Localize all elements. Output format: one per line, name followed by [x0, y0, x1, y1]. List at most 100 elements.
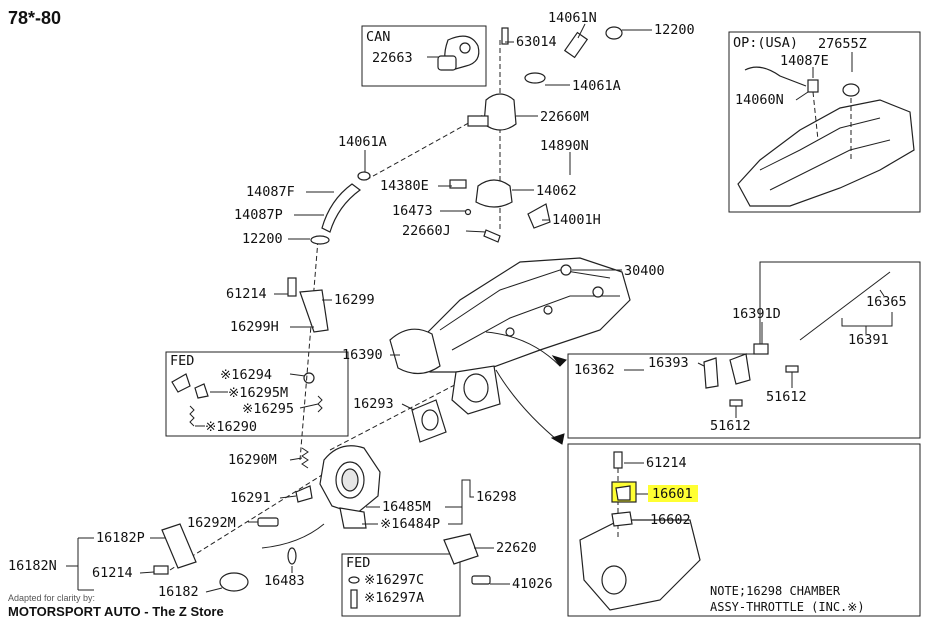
throttle-flange-part: [389, 328, 501, 415]
label-16299H: 16299H: [230, 319, 279, 335]
throttle-link-16299-part: [287, 277, 329, 333]
label-41026: 41026: [512, 576, 553, 592]
label-16602: 16602: [650, 512, 691, 528]
note-line-2: ASSY-THROTTLE (INC.※): [710, 600, 865, 614]
sensor-16601-part: [611, 481, 637, 503]
label-27655Z: 27655Z: [818, 36, 867, 52]
label-16299: 16299: [334, 292, 375, 308]
screw-16292M-part: [257, 517, 279, 527]
throttle-chamber-part: [319, 445, 381, 529]
label-14890N: 14890N: [540, 138, 589, 154]
label-16291: 16291: [230, 490, 271, 506]
label-12200a: 12200: [654, 22, 695, 38]
label-22663: 22663: [372, 50, 413, 66]
label-16484P: ※16484P: [380, 516, 440, 532]
intake-manifold-part: [419, 257, 631, 373]
label-14061A-top: 14061A: [572, 78, 621, 94]
label-51612-upper: 51612: [766, 389, 807, 405]
label-30400: 30400: [624, 263, 665, 279]
valve-14062-part: [449, 179, 513, 216]
fed-lever-part: [171, 373, 191, 393]
wire-16483-part: [261, 523, 325, 565]
can-box-label: CAN: [366, 29, 390, 45]
fed-bolt-part: [303, 372, 315, 384]
spring-16290M-part: [301, 447, 309, 469]
fed-top-label: FED: [170, 353, 194, 369]
label-16601: 16601: [652, 486, 693, 502]
label-16485M: 16485M: [382, 499, 431, 515]
label-16290: ※16290: [205, 419, 257, 435]
label-14062: 14062: [536, 183, 577, 199]
label-14060N: 14060N: [735, 92, 784, 108]
op-usa-manifold-part: [737, 66, 915, 207]
label-14061A-mid: 14061A: [338, 134, 387, 150]
fed-spring-part: [317, 395, 323, 413]
clamp-14061A-part: [524, 72, 546, 84]
label-16290M: 16290M: [228, 452, 277, 468]
label-16182P: 16182P: [96, 530, 145, 546]
label-22660M: 22660M: [540, 109, 589, 125]
fed-bracket-part: [194, 383, 209, 399]
fed-top-box: FED ※16294 ※16295M ※16295 ※16290: [165, 351, 349, 437]
screw-part: [350, 589, 358, 609]
hose-14087P-part: [310, 171, 371, 245]
label-12200b: 12200: [242, 231, 283, 247]
valve-22660M-part: [467, 93, 517, 131]
footer-brand: MOTORSPORT AUTO - The Z Store: [8, 604, 224, 619]
canister-fitting-part: [437, 35, 480, 71]
diagram-title: 78*-80: [8, 8, 61, 28]
fed-bottom-label: FED: [346, 555, 370, 571]
label-61214-detail: 61214: [646, 455, 687, 471]
label-16473: 16473: [392, 203, 433, 219]
label-16295M: ※16295M: [228, 385, 288, 401]
hose-14061N-part: [501, 27, 589, 59]
label-16182: 16182: [158, 584, 199, 600]
part-labels: 14061N 12200 63014 14061A 22660M 14061A …: [8, 10, 907, 600]
label-22660J: 22660J: [402, 223, 451, 239]
label-51612-lower: 51612: [710, 418, 751, 434]
op-usa-label: OP:(USA): [733, 35, 798, 51]
sensor-22620-part: [443, 533, 491, 585]
fed-bottom-box: FED ※16297C ※16297A: [341, 553, 461, 617]
op-usa-box: OP:(USA) 27655Z 14087E 14060N: [728, 31, 921, 213]
washer-part: [348, 576, 360, 584]
label-16393: 16393: [648, 355, 689, 371]
label-16365: 16365: [866, 294, 907, 310]
label-16182N: 16182N: [8, 558, 57, 574]
label-63014: 63014: [516, 34, 557, 50]
label-16391: 16391: [848, 332, 889, 348]
label-16292M: 16292M: [187, 515, 236, 531]
plate-16602-part: [611, 511, 633, 527]
label-14087P: 14087P: [234, 207, 283, 223]
highlight-16601: [648, 485, 698, 502]
label-14061N: 14061N: [548, 10, 597, 26]
note-line-1: NOTE;16298 CHAMBER: [710, 584, 841, 598]
rod-16391-part: [753, 271, 891, 355]
label-16362: 16362: [574, 362, 615, 378]
label-16293: 16293: [353, 396, 394, 412]
lever-16393-part: [703, 353, 799, 407]
label-14380E: 14380E: [380, 178, 429, 194]
label-16297C: ※16297C: [364, 572, 424, 588]
footer-adapted-text: Adapted for clarity by:: [8, 593, 95, 603]
label-61214-bottom: 61214: [92, 565, 133, 581]
label-14087E: 14087E: [780, 53, 829, 69]
spacer-16291-part: [295, 485, 313, 503]
label-16391D: 16391D: [732, 306, 781, 322]
dashpot-16182-part: [153, 523, 249, 592]
fed-spring2-part: [189, 405, 195, 427]
label-16390: 16390: [342, 347, 383, 363]
clamp-12200-part: [605, 26, 623, 40]
label-14001H: 14001H: [552, 212, 601, 228]
bolt-61214c-part: [613, 451, 623, 469]
label-22620: 22620: [496, 540, 537, 556]
label-14087F: 14087F: [246, 184, 295, 200]
can-box: CAN 22663: [361, 25, 487, 87]
bracket-14001H-part: [483, 203, 551, 243]
label-16294: ※16294: [220, 367, 272, 383]
sensor-manifold-part: [579, 452, 701, 611]
gasket-16293-part: [411, 399, 447, 443]
label-16298: 16298: [476, 489, 517, 505]
sensor-detail-box: [567, 443, 921, 617]
